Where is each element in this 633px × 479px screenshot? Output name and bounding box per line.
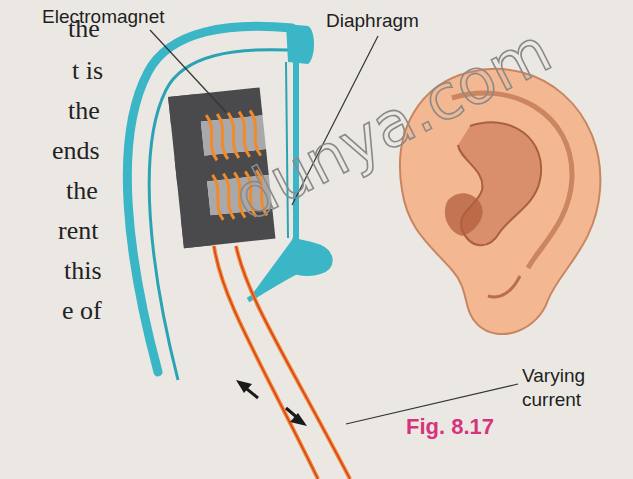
- current-arrows: [236, 380, 307, 426]
- wire: [236, 246, 350, 479]
- part-label: Varying current: [522, 364, 622, 412]
- wire-core: [236, 246, 350, 479]
- housing-bottom: [248, 240, 330, 300]
- body-text-fragment: rent: [58, 216, 98, 246]
- coil-turn: [250, 110, 261, 156]
- body-text-fragment: e of: [62, 296, 102, 326]
- leader-line: [150, 30, 226, 112]
- coil-turn: [217, 113, 228, 159]
- part-label: Electromagnet: [42, 6, 165, 28]
- body-text-fragment: the: [68, 14, 100, 44]
- body-text-fragment: the: [66, 176, 98, 206]
- body-text-fragment: t is: [72, 56, 103, 86]
- coil-turn: [212, 174, 223, 220]
- wire-core: [214, 246, 318, 479]
- body-text-fragment: this: [64, 256, 102, 286]
- housing-cap: [286, 24, 314, 64]
- coil-turn: [206, 115, 217, 161]
- coil-turn: [228, 112, 239, 158]
- figure-caption: Fig. 8.17: [406, 414, 494, 440]
- part-label: Diaphragm: [326, 10, 419, 32]
- coil-turn: [239, 111, 250, 157]
- body-text-fragment: ends: [52, 136, 100, 166]
- wire: [214, 246, 318, 479]
- body-text-fragment: the: [68, 96, 100, 126]
